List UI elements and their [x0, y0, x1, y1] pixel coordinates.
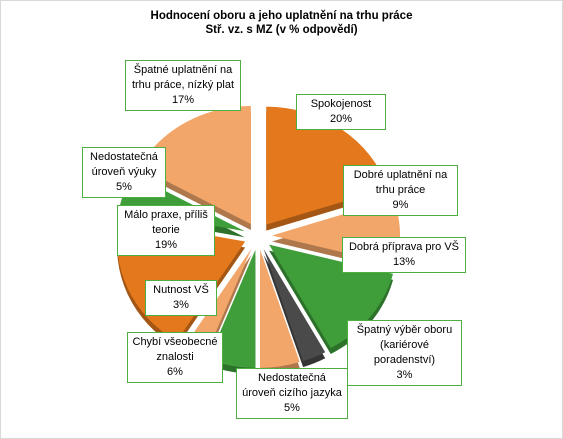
- pie-slice-9: [138, 105, 251, 224]
- label-slice-3: Špatný výběr oboru (kariérové poradenstv…: [347, 320, 462, 386]
- pie-slice-4: [260, 249, 300, 368]
- pie-slice-6: [183, 248, 252, 359]
- pie-slice-3: [263, 248, 326, 362]
- chart-subtitle: Stř. vz. s MZ (v % odpovědí): [205, 24, 358, 36]
- chart-title: Hodnocení oboru a jeho uplatnění na trhu…: [150, 10, 413, 22]
- label-slice-9: Špatné uplatnění na trhu práce, nízký pl…: [125, 60, 241, 111]
- chart-title-block: Hodnocení oboru a jeho uplatnění na trhu…: [0, 9, 563, 37]
